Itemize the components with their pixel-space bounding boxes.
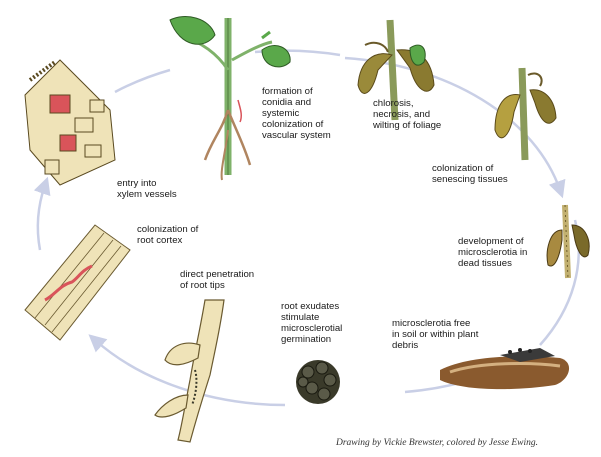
- label-xylem: entry into xylem vessels: [117, 178, 177, 200]
- microsclerotium-illustration: [296, 360, 340, 404]
- senescing-plant-illustration: [495, 68, 556, 160]
- dead-stem-illustration: [547, 205, 589, 278]
- illustration-credit: Drawing by Vickie Brewster, colored by J…: [336, 438, 538, 448]
- label-senescing: colonization of senescing tissues: [432, 163, 508, 185]
- label-root-exudates: root exudates stimulate microsclerotial …: [281, 301, 342, 345]
- label-formation: formation of conidia and systemic coloni…: [262, 86, 331, 141]
- label-microsclerotia-free: microsclerotia free in soil or within pl…: [392, 318, 478, 351]
- soil-debris-illustration: [440, 348, 569, 389]
- xylem-section-illustration: [25, 60, 115, 185]
- label-cortex: colonization of root cortex: [137, 224, 198, 246]
- label-penetration: direct penetration of root tips: [180, 269, 254, 291]
- label-chlorosis: chlorosis, necrosis, and wilting of foli…: [373, 98, 441, 131]
- label-microsclerotia-dev: development of microsclerotia in dead ti…: [458, 236, 527, 269]
- root-tip-illustration: [155, 300, 224, 442]
- root-cortex-illustration: [25, 225, 130, 340]
